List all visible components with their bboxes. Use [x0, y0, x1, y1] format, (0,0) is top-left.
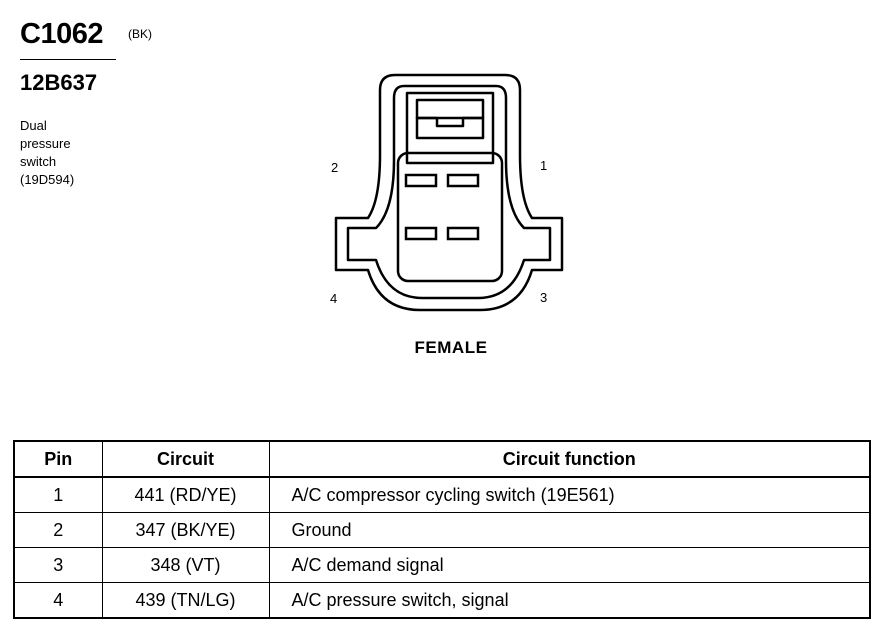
table-row: 3 348 (VT) A/C demand signal	[13, 547, 871, 583]
pin-cell: 3	[13, 547, 103, 583]
table-header-row: Pin Circuit Circuit function	[13, 440, 871, 478]
circuit-function-cell: Ground	[268, 512, 871, 548]
terminal-slot-pin-1	[446, 173, 480, 188]
pin-cell: 1	[13, 476, 103, 513]
connector-gender-label: FEMALE	[414, 338, 488, 357]
terminal-slot-pin-4	[404, 226, 438, 241]
pinout-table: Pin Circuit Circuit function 1 441 (RD/Y…	[13, 440, 871, 619]
terminal-slot-pin-2	[404, 173, 438, 188]
component-description: Dual pressure switch (19D594)	[20, 117, 140, 189]
color-code: (BK)	[128, 27, 152, 41]
description-line: (19D594)	[20, 172, 75, 187]
terminal-cavity-block	[396, 151, 504, 283]
column-header-circuit-function: Circuit function	[268, 440, 871, 478]
circuit-cell: 439 (TN/LG)	[101, 582, 270, 619]
pin-label-2: 2	[331, 160, 339, 175]
circuit-cell: 441 (RD/YE)	[101, 476, 270, 513]
table-row: 4 439 (TN/LG) A/C pressure switch, signa…	[13, 582, 871, 619]
description-line: pressure	[20, 136, 71, 151]
connector-face-diagram	[334, 73, 564, 312]
pin-label-4: 4	[330, 291, 338, 306]
circuit-function-cell: A/C compressor cycling switch (19E561)	[268, 476, 871, 513]
column-header-pin: Pin	[13, 440, 103, 478]
circuit-cell: 347 (BK/YE)	[101, 512, 270, 548]
connector-latch	[415, 116, 485, 140]
table-row: 1 441 (RD/YE) A/C compressor cycling swi…	[13, 476, 871, 513]
circuit-function-cell: A/C demand signal	[268, 547, 871, 583]
part-number: 12B637	[20, 70, 98, 95]
pin-cell: 4	[13, 582, 103, 619]
circuit-cell: 348 (VT)	[101, 547, 270, 583]
pin-label-1: 1	[540, 158, 548, 173]
pin-cell: 2	[13, 512, 103, 548]
connector-latch-slot	[415, 98, 485, 120]
title-divider	[20, 59, 116, 60]
connector-id: C1062	[20, 18, 103, 50]
connector-housing-inner	[346, 84, 552, 300]
column-header-circuit: Circuit	[101, 440, 270, 478]
circuit-function-cell: A/C pressure switch, signal	[268, 582, 871, 619]
pin-label-3: 3	[540, 290, 548, 305]
description-line: Dual	[20, 118, 47, 133]
connector-housing-outer	[334, 73, 564, 312]
table-row: 2 347 (BK/YE) Ground	[13, 512, 871, 548]
terminal-slot-pin-3	[446, 226, 480, 241]
connector-latch-outer	[405, 91, 495, 165]
description-line: switch	[20, 154, 57, 169]
